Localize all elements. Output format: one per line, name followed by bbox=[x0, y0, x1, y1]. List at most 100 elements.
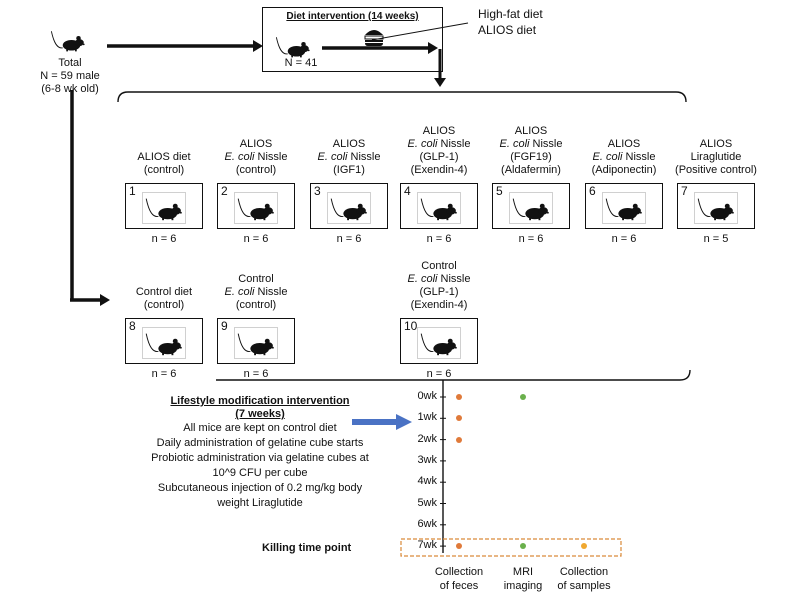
group-6-label-line: ALIOS bbox=[607, 138, 641, 150]
group-9-label-line: E. coli Nissle bbox=[224, 286, 288, 298]
bottom-bracket bbox=[216, 369, 691, 381]
group-3-label-line: E. coli Nissle bbox=[317, 151, 381, 163]
samples-event-dot bbox=[581, 543, 587, 550]
legend-line: Collection bbox=[434, 566, 484, 578]
mouse-icon bbox=[694, 192, 738, 224]
lifestyle-line: All mice are kept on control diet bbox=[183, 422, 337, 434]
group-number: 2 bbox=[221, 184, 228, 198]
group-number: 7 bbox=[681, 184, 688, 198]
group-1-n: n = 6 bbox=[151, 233, 177, 245]
group-8-box: 8 bbox=[125, 318, 203, 364]
group-6-box: 6 bbox=[585, 183, 663, 229]
group-8-n: n = 6 bbox=[151, 368, 177, 380]
lifestyle-line: Daily administration of gelatine cube st… bbox=[156, 437, 364, 449]
group-10-label-line: Control bbox=[421, 260, 457, 272]
lifestyle-title: Lifestyle modification intervention bbox=[170, 395, 350, 407]
group-10-label-line: (Exendin-4) bbox=[410, 299, 468, 311]
week-label: 1wk bbox=[417, 411, 437, 424]
mouse-icon bbox=[509, 192, 553, 224]
group-5-label-line: (Aldafermin) bbox=[501, 164, 561, 176]
mouse-icon bbox=[234, 192, 278, 224]
group-1-label: ALIOS diet(control) bbox=[115, 151, 213, 177]
diet-intervention-box: Diet intervention (14 weeks) N = 41 bbox=[262, 7, 443, 72]
group-5-box: 5 bbox=[492, 183, 570, 229]
week1-blue-arrow bbox=[352, 414, 412, 430]
week-label: 2wk bbox=[417, 432, 437, 445]
feces-event-dot bbox=[456, 394, 462, 400]
group-5-label-line: ALIOS bbox=[514, 125, 548, 137]
group-7-box: 7 bbox=[677, 183, 755, 229]
lifestyle-line: Probiotic administration via gelatine cu… bbox=[151, 452, 369, 464]
group-10-label-line: E. coli Nissle bbox=[407, 273, 471, 285]
group-number: 8 bbox=[129, 319, 136, 333]
lifestyle-line: Subcutaneous injection of 0.2 mg/kg body bbox=[157, 482, 363, 494]
group-9-label-line: (control) bbox=[235, 299, 277, 311]
diet-box-title: Diet intervention (14 weeks) bbox=[286, 11, 419, 22]
group-9-n: n = 6 bbox=[243, 368, 269, 380]
group-2-label-line: (control) bbox=[235, 164, 277, 176]
group-8-label: Control diet(control) bbox=[115, 286, 213, 312]
group-2-label-line: ALIOS bbox=[239, 138, 273, 150]
group-8-label-line: Control diet bbox=[135, 286, 193, 298]
legend-line: MRI bbox=[512, 566, 534, 578]
mri-event-dot bbox=[520, 543, 526, 550]
group-number: 10 bbox=[404, 319, 418, 333]
mri-event-dot bbox=[520, 394, 526, 400]
group-5-label-line: (FGF19) bbox=[510, 151, 552, 163]
week-label: 7wk bbox=[417, 539, 437, 552]
group-2-box: 2 bbox=[217, 183, 295, 229]
killing-time-label: Killing time point bbox=[262, 542, 352, 554]
group-10-box: 10 bbox=[400, 318, 478, 364]
group-8-label-line: (control) bbox=[143, 299, 185, 311]
arrow-diet-right bbox=[322, 42, 438, 54]
group-number: 4 bbox=[404, 184, 411, 198]
group-number: 3 bbox=[314, 184, 321, 198]
mouse-icon bbox=[234, 327, 278, 359]
group-5-label-line: E. coli Nissle bbox=[499, 138, 563, 150]
group-number: 1 bbox=[129, 184, 136, 198]
group-10-label-line: (GLP-1) bbox=[419, 286, 459, 298]
legend-feces: Collection of feces bbox=[424, 565, 494, 593]
arrow-diet-down bbox=[434, 49, 446, 87]
group-3-label-line: ALIOS bbox=[332, 138, 366, 150]
mouse-icon bbox=[142, 327, 186, 359]
diet-alios: ALIOS diet bbox=[478, 23, 537, 37]
group-4-label-line: (Exendin-4) bbox=[410, 164, 468, 176]
diet-pointer-line bbox=[371, 22, 469, 41]
mouse-icon bbox=[602, 192, 646, 224]
group-6-n: n = 6 bbox=[611, 233, 637, 245]
killing-time-box bbox=[400, 538, 622, 557]
group-9-box: 9 bbox=[217, 318, 295, 364]
legend-line: of samples bbox=[557, 580, 611, 592]
group-4-n: n = 6 bbox=[426, 233, 452, 245]
week-label: 3wk bbox=[417, 453, 437, 466]
week-label: 6wk bbox=[417, 517, 437, 530]
group-2-n: n = 6 bbox=[243, 233, 269, 245]
legend-line: of feces bbox=[439, 580, 479, 592]
mouse-icon bbox=[327, 192, 371, 224]
group-1-label-line: ALIOS diet bbox=[137, 151, 191, 163]
lifestyle-line: 10^9 CFU per cube bbox=[212, 467, 308, 479]
group-number: 9 bbox=[221, 319, 228, 333]
group-7-label-line: ALIOS bbox=[699, 138, 733, 150]
group-1-box: 1 bbox=[125, 183, 203, 229]
lifestyle-duration: (7 weeks) bbox=[235, 408, 285, 420]
group-4-label-line: (GLP-1) bbox=[419, 151, 459, 163]
group-9-label-line: Control bbox=[238, 273, 274, 285]
group-3-box: 3 bbox=[310, 183, 388, 229]
week-label: 4wk bbox=[417, 475, 437, 488]
group-6-label-line: (Adiponectin) bbox=[591, 164, 657, 176]
group-5-n: n = 6 bbox=[518, 233, 544, 245]
mouse-icon bbox=[142, 192, 186, 224]
arrow-to-control bbox=[70, 90, 110, 306]
group-2-label-line: E. coli Nissle bbox=[224, 151, 288, 163]
diet-high-fat: High-fat diet bbox=[478, 7, 543, 21]
